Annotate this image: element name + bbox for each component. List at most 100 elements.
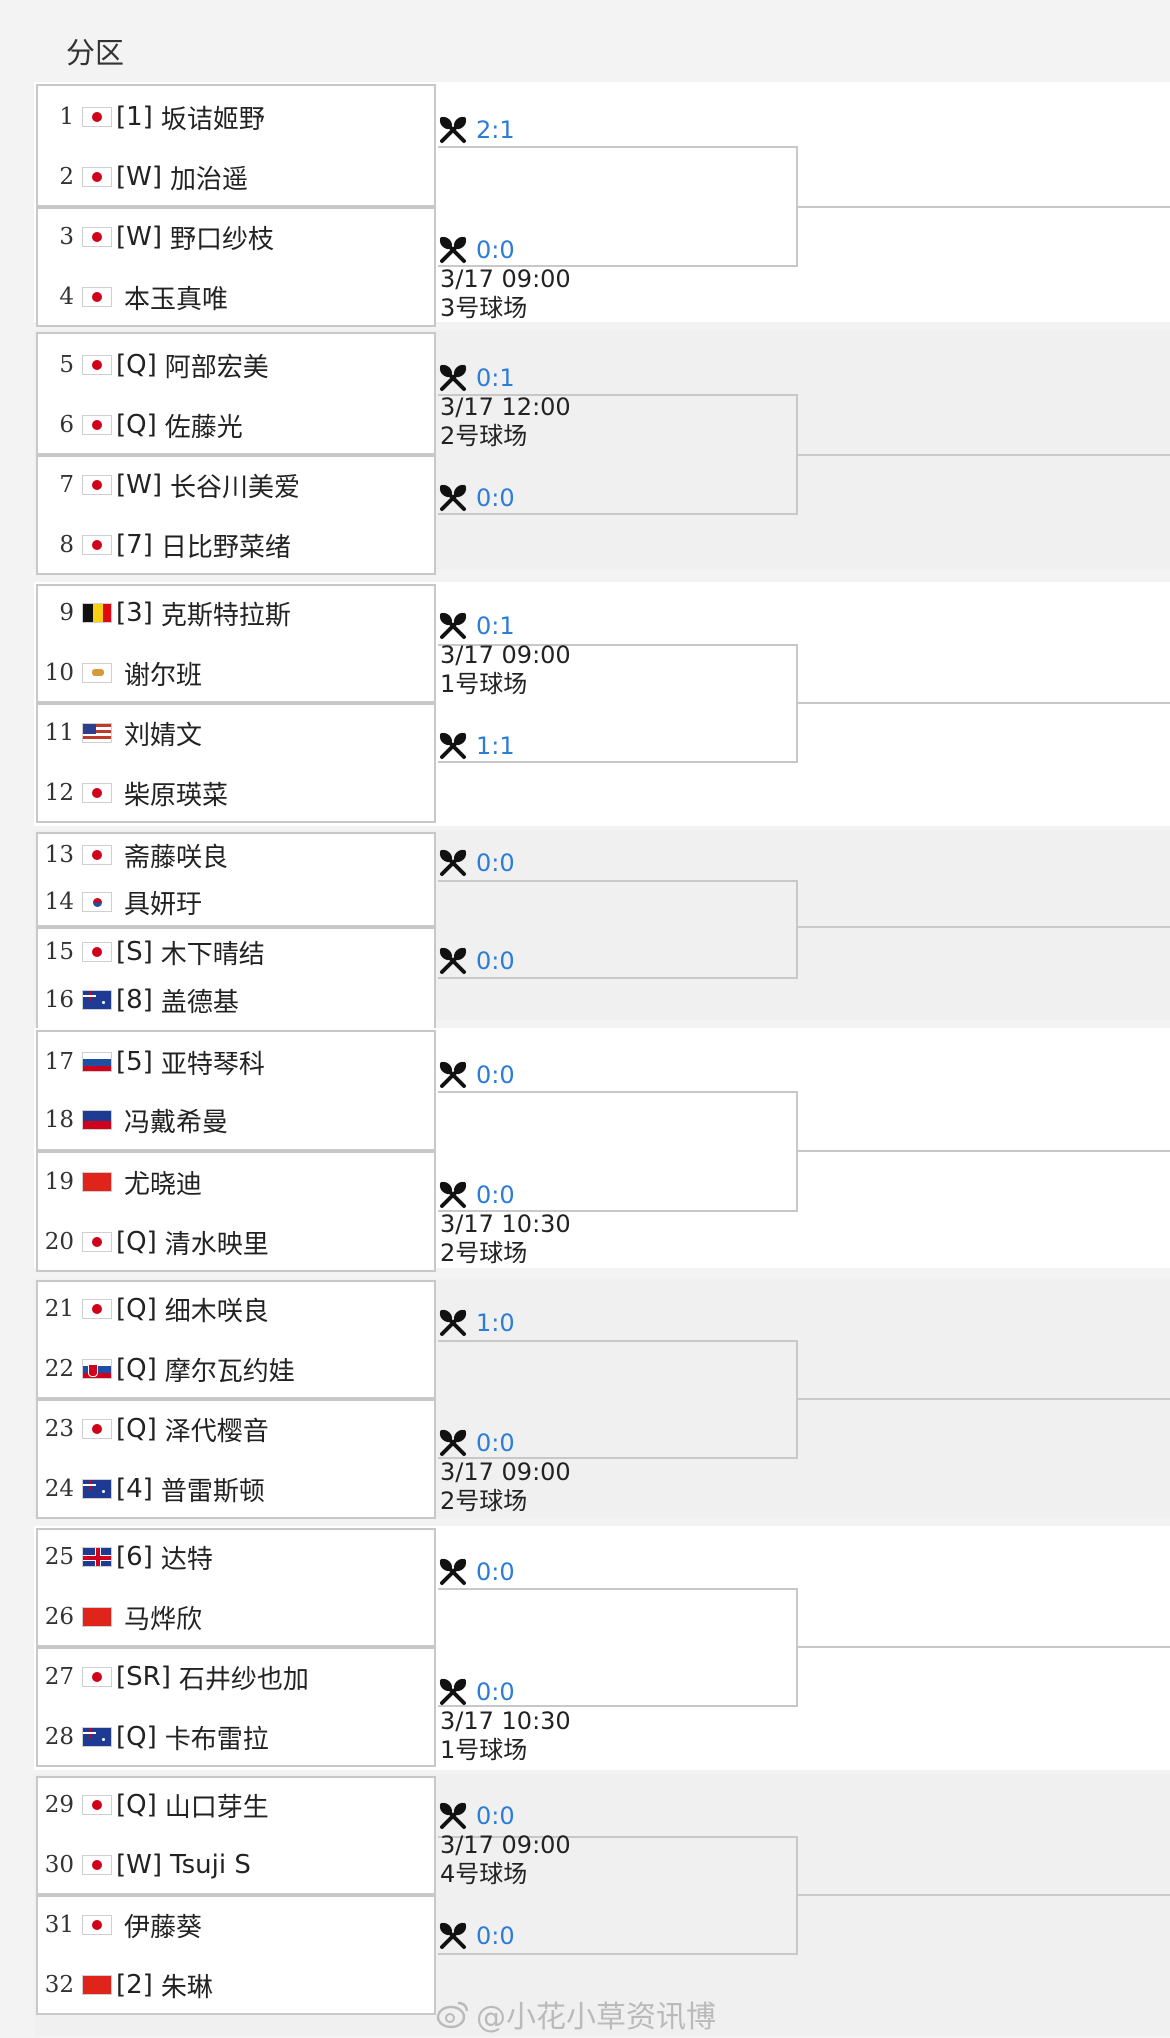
match-score[interactable]: 2:1 [438,115,515,145]
player-row[interactable]: 2[W]加治遥 [38,154,248,200]
player-row[interactable]: 16[8]盖德基 [38,977,239,1023]
score-value: 0:0 [476,1922,515,1950]
player-name: 长谷川美爱 [170,472,301,503]
crossed-rackets-icon [439,1061,467,1088]
match-court: 2号球场 [440,1487,528,1515]
match-score[interactable]: 0:0 [438,1428,515,1458]
player-row[interactable]: 28[Q]卡布雷拉 [38,1714,269,1760]
second-round-connector [438,145,798,267]
player-row[interactable]: 15[S]木下晴结 [38,929,265,975]
player-name: 摩尔瓦约娃 [164,1356,295,1387]
player-row[interactable]: 7[W]长谷川美爱 [38,462,300,508]
player-row[interactable]: 17[5]亚特琴科 [38,1039,265,1085]
flag-au-icon [82,990,112,1010]
match-score[interactable]: 0:0 [438,235,515,265]
draw-position: 12 [44,780,74,806]
match-score[interactable]: 1:0 [438,1308,515,1338]
match-score[interactable]: 0:0 [438,848,515,878]
crossed-rackets-icon [439,236,467,263]
bracket-line [798,1894,1170,1896]
flag-jp-icon [82,167,112,187]
player-row[interactable]: 22[Q]摩尔瓦约娃 [38,1346,295,1392]
player-row[interactable]: 27[SR]石井纱也加 [38,1654,309,1700]
match-score[interactable]: 1:1 [438,731,515,761]
draw-position: 18 [44,1107,74,1133]
player-row[interactable]: 20[Q]清水映里 [38,1219,269,1265]
seed-label: [W] [116,162,162,192]
match-score[interactable]: 0:0 [438,1557,515,1587]
flag-ru-icon [82,1052,112,1072]
seed-label: [Q] [116,1294,157,1324]
draw-position: 24 [44,1476,74,1502]
flag-gb-icon [82,1547,112,1567]
match-court: 1号球场 [440,1736,528,1764]
match-score[interactable]: 0:0 [438,1060,515,1090]
draw-position: 31 [44,1912,74,1938]
player-row[interactable]: 8[7]日比野菜绪 [38,522,291,568]
player-row[interactable]: 3[W]野口纱枝 [38,214,274,260]
draw-position: 15 [44,939,74,965]
player-name: 克斯特拉斯 [160,600,291,631]
player-row[interactable]: 6[Q]佐藤光 [38,402,242,448]
player-name: 阿部宏美 [164,352,269,383]
watermark: @小花小草资讯博 [436,1992,716,2036]
player-name: 盖德基 [160,987,239,1018]
flag-jp-icon [82,475,112,495]
player-row[interactable]: 24[4]普雷斯顿 [38,1466,265,1512]
draw-position: 2 [59,164,74,190]
player-row[interactable]: 25[6]达特 [38,1534,213,1580]
score-value: 0:0 [476,849,515,877]
second-round-connector [438,643,798,763]
match-score[interactable]: 0:0 [438,946,515,976]
flag-jp-icon [82,1419,112,1439]
crossed-rackets-icon [439,364,467,391]
player-row[interactable]: 30[W]Tsuji S [38,1842,251,1888]
player-name: 斋藤咲良 [124,842,229,873]
crossed-rackets-icon [439,1558,467,1585]
match-score[interactable]: 0:0 [438,1801,515,1831]
match-score[interactable]: 0:0 [438,483,515,513]
player-name: 冯戴希曼 [124,1107,229,1138]
flag-kr-icon [82,892,112,912]
seed-label: [7] [116,530,153,560]
draw-position: 16 [44,987,74,1013]
draw-position: 29 [44,1792,74,1818]
match-time: 3/17 12:00 [440,393,571,421]
player-row[interactable]: 32[2]朱琳 [38,1962,213,2008]
player-row[interactable]: 5[Q]阿部宏美 [38,342,269,388]
match-court: 2号球场 [440,422,528,450]
match-score[interactable]: 0:0 [438,1921,515,1951]
player-row[interactable]: 1[1]坂诘姬野 [38,94,265,140]
flag-cy-icon [82,663,112,683]
player-row[interactable]: 23[Q]泽代樱音 [38,1406,269,1452]
match-score[interactable]: 0:0 [438,1677,515,1707]
player-name: 山口芽生 [164,1792,269,1823]
player-row[interactable]: 21[Q]细木咲良 [38,1286,269,1332]
match-time: 3/17 09:00 [440,1458,571,1486]
draw-position: 21 [44,1296,74,1322]
match-score[interactable]: 0:1 [438,363,515,393]
score-value: 0:0 [476,1558,515,1586]
player-row[interactable]: 29[Q]山口芽生 [38,1782,269,1828]
match-score[interactable]: 0:1 [438,611,515,641]
player-row[interactable]: 9[3]克斯特拉斯 [38,590,291,636]
match-score[interactable]: 0:0 [438,1180,515,1210]
seed-label: [1] [116,102,153,132]
flag-au-icon [82,1479,112,1499]
player-row[interactable]: 18 冯戴希曼 [38,1097,228,1143]
flag-jp-icon [82,107,112,127]
player-name: 木下晴结 [160,939,265,970]
